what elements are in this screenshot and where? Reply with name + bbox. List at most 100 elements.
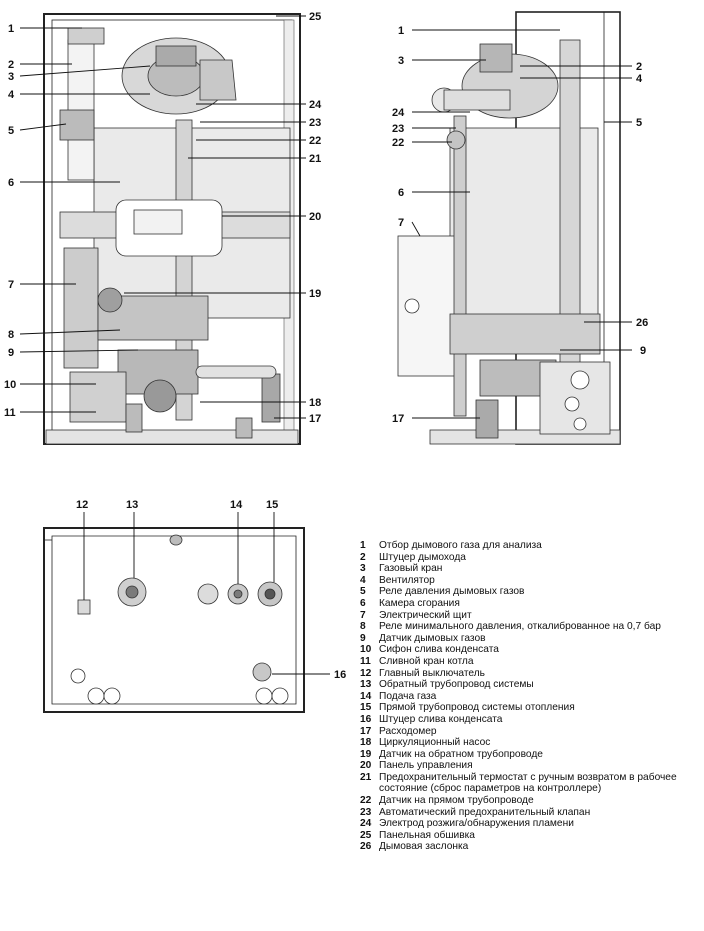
legend-item-text: Штуцер дымохода: [379, 551, 466, 563]
bottom-casing: [43, 527, 305, 713]
legend-item-number: 2: [360, 551, 366, 563]
front-callout-1: 1: [8, 23, 14, 35]
legend-item-number: 11: [360, 655, 371, 667]
side-callout-4: 4: [636, 73, 643, 85]
legend-item: 26 Дымовая заслонка: [360, 841, 700, 853]
legend-item-text: Датчик на обратном трубопроводе: [379, 748, 543, 760]
legend-item-number: 17: [360, 725, 372, 737]
legend-item-number: 21: [360, 771, 372, 783]
front-callout-11: 11: [4, 407, 16, 419]
front-callout-9: 9: [8, 347, 14, 359]
front-callout-5: 5: [8, 125, 14, 137]
legend-item-number: 13: [360, 679, 372, 691]
front-callout-7: 7: [8, 279, 14, 291]
side-callout-1: 1: [398, 25, 404, 37]
bottom-callout-14: 14: [230, 499, 243, 511]
legend-item: 16 Штуцер слива конденсата: [360, 714, 700, 726]
legend-item-number: 8: [360, 621, 366, 633]
side-callout-5: 5: [636, 117, 642, 129]
front-callout-19: 19: [309, 288, 321, 300]
legend-item-number: 3: [360, 563, 366, 575]
front-callout-24: 24: [309, 99, 322, 111]
legend-item-number: 23: [360, 806, 372, 818]
legend-item-text: Датчик на прямом трубопроводе: [379, 795, 534, 807]
legend-item-number: 22: [360, 795, 372, 807]
bottom-callout-labels: 12 13 14 15 16: [76, 499, 346, 681]
legend-item-text: Вентилятор: [379, 574, 435, 586]
side-callout-2: 2: [636, 61, 642, 73]
legend-item-text: Отбор дымового газа для анализа: [379, 540, 542, 551]
front-callout-3: 3: [8, 71, 14, 83]
bottom-callout-leaders: [83, 512, 330, 675]
legend-item-text: Расходомер: [379, 725, 437, 737]
legend-item-text: Автоматический предохранительный клапан: [379, 806, 591, 818]
front-callout-8: 8: [8, 329, 14, 341]
front-callout-4: 4: [8, 89, 15, 101]
legend-item-text: Панель управления: [379, 760, 473, 772]
front-callout-22: 22: [309, 135, 321, 147]
legend-item-number: 15: [360, 702, 372, 714]
front-callout-leaders: [19, 15, 306, 419]
legend-item: 7 Электрический щит: [360, 610, 700, 622]
legend-item-number: 19: [360, 748, 372, 760]
legend-item-number: 1: [360, 540, 366, 551]
legend-item-number: 14: [360, 690, 372, 702]
legend-item-text: Электрод розжига/обнаружения пламени: [379, 818, 574, 830]
legend-item-text: Подача газа: [379, 690, 437, 702]
side-callout-3: 3: [398, 55, 404, 67]
legend-item-number: 7: [360, 609, 366, 621]
bottom-callout-15: 15: [266, 499, 278, 511]
legend-item-text: Датчик дымовых газов: [379, 632, 486, 644]
legend-item-text: Обратный трубопровод системы: [379, 679, 534, 691]
side-callout-9: 9: [640, 345, 646, 357]
side-callout-17: 17: [392, 413, 404, 425]
front-callout-17: 17: [309, 413, 321, 425]
legend-item: 19 Датчик на обратном трубопроводе: [360, 749, 700, 761]
side-callout-26: 26: [636, 317, 648, 329]
legend-item-number: 16: [360, 713, 372, 725]
legend-item: 22 Датчик на прямом трубопроводе: [360, 795, 700, 807]
front-callout-10: 10: [4, 379, 16, 391]
side-callout-leaders: [411, 29, 632, 419]
side-callout-7: 7: [398, 217, 404, 229]
legend-item: 11 Сливной кран котла: [360, 656, 700, 668]
legend-item: 23 Автоматический предохранительный клапа…: [360, 807, 700, 819]
legend-item-text: Циркуляционный насос: [379, 737, 491, 749]
legend-item-number: 5: [360, 586, 366, 598]
front-callout-18: 18: [309, 397, 321, 409]
bottom-callout-16: 16: [334, 669, 346, 681]
side-callout-23: 23: [392, 123, 404, 135]
bottom-fittings: [70, 577, 289, 705]
legend-item: 4 Вентилятор: [360, 575, 700, 587]
front-callout-labels: 1 2 3 4 5 6 7 8 9 10 11 25 24 23 22 21 2…: [4, 11, 322, 425]
side-internals: [397, 39, 611, 439]
side-callout-24: 24: [392, 107, 405, 119]
front-callout-2: 2: [8, 59, 14, 71]
legend-item-number: 9: [360, 632, 366, 644]
front-callout-6: 6: [8, 177, 14, 189]
legend-item-text: Сливной кран котла: [379, 655, 474, 667]
legend-item-text: Главный выключатель: [379, 667, 485, 679]
legend-item-text: Сифон слива конденсата: [379, 644, 499, 656]
legend-item-number: 4: [360, 574, 366, 586]
legend-item-text: Электрический щит: [379, 609, 472, 621]
legend-item-text: Дымовая заслонка: [379, 841, 469, 853]
side-callout-6: 6: [398, 187, 404, 199]
front-callout-25: 25: [309, 11, 321, 23]
legend-item-text: Штуцер слива конденсата: [379, 713, 503, 725]
legend-item-number: 18: [360, 737, 372, 749]
legend-item: 18 Циркуляционный насос: [360, 737, 700, 749]
legend-item-number: 26: [360, 841, 372, 853]
legend-item-text: Прямой трубопровод системы отопления: [379, 702, 575, 714]
